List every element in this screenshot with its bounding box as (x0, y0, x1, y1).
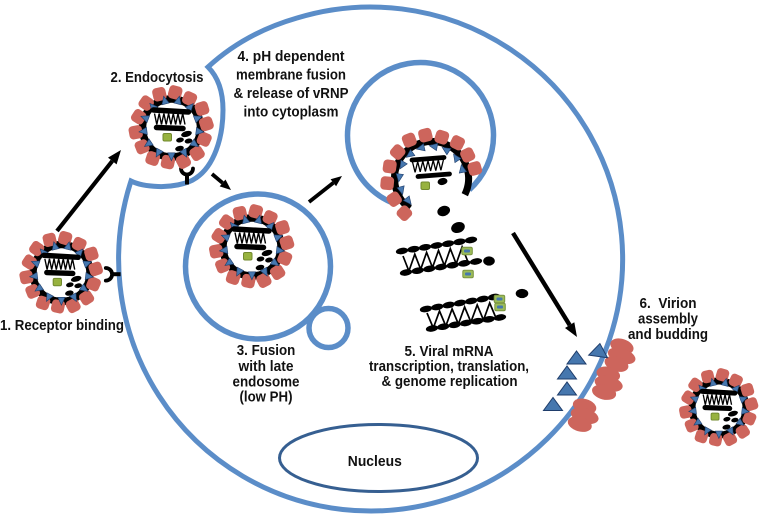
svg-text:assembly: assembly (638, 311, 699, 328)
svg-text:2. Endocytosis: 2. Endocytosis (111, 69, 204, 86)
svg-text:membrane fusion: membrane fusion (236, 67, 346, 84)
svg-text:4. pH dependent: 4. pH dependent (238, 48, 345, 65)
svg-text:transcription, translation,: transcription, translation, (369, 358, 529, 375)
svg-text:Nucleus: Nucleus (348, 453, 402, 470)
svg-text:1. Receptor binding: 1. Receptor binding (0, 317, 124, 334)
svg-text:endosome: endosome (233, 374, 300, 391)
svg-text:& release of vRNP: & release of vRNP (234, 85, 349, 102)
svg-text:6. Virion: 6. Virion (640, 295, 697, 312)
svg-text:(low PH): (low PH) (240, 389, 293, 406)
svg-text:& genome replication: & genome replication (382, 373, 518, 390)
svg-text:into cytoplasm: into cytoplasm (244, 104, 339, 121)
svg-text:5. Viral mRNA: 5. Viral mRNA (405, 343, 494, 360)
svg-text:and budding: and budding (628, 326, 708, 343)
svg-text:with late: with late (238, 358, 294, 375)
svg-text:3. Fusion: 3. Fusion (237, 342, 296, 359)
